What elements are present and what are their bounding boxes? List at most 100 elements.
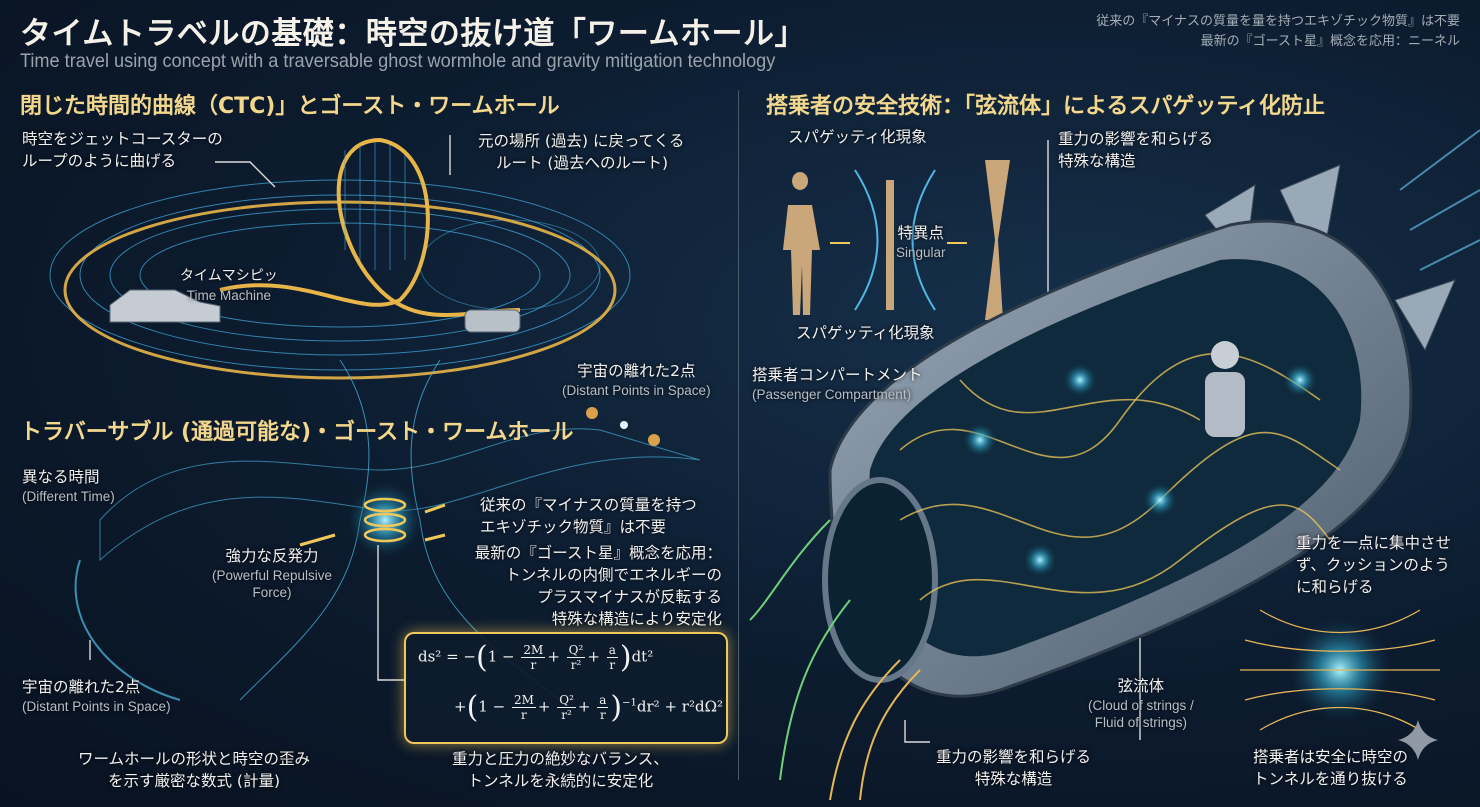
label-line: (Different Time) (22, 489, 115, 504)
throat-glow (345, 480, 425, 560)
label-line: 搭乗者コンパートメント (752, 366, 923, 384)
label-spaghetti-bottom: スパゲッティ化現象 (796, 324, 935, 342)
caption-balance: 重力と圧力の絶妙なバランス、 トンネルを永続的に安定化 (452, 748, 669, 792)
loop-supports (344, 142, 406, 270)
flow-lines (749, 129, 1480, 801)
label-safe-pass: 搭乗者は安全に時空の トンネルを通り抜ける (1253, 746, 1408, 790)
label-line: 宇宙の離れた2点 (577, 362, 696, 380)
eq-term: + (454, 697, 467, 716)
throat-rings (363, 497, 407, 543)
label-different-time: 異なる時間 (Different Time) (22, 466, 115, 505)
label-line: Fluid of strings) (1094, 715, 1188, 730)
heading-safety: 搭乗者の安全技術：「弦流体」によるスパゲッティ化防止 (766, 94, 1326, 119)
eq-term: + (587, 647, 600, 666)
header-note: 従来の『マイナスの質量を量を持つエキゾチック物質』は不要 最新の『ゴースト星』概… (1096, 12, 1460, 52)
page-title: タイムトラベルの基礎：時空の抜け道「ワームホール」 (20, 16, 806, 52)
sparkle-icon (1398, 720, 1438, 760)
eq-term: a (597, 693, 609, 708)
eq-term: dt² (631, 647, 654, 666)
label-line: Singular (896, 245, 946, 260)
eq-term: Q² (566, 643, 586, 658)
label-line: を示す厳密な数式 (計量) (108, 772, 281, 790)
time-machine-car (109, 289, 221, 323)
eq-term: + (577, 697, 591, 716)
heading-traversable: トラバーサブル (通過可能な)・ゴースト・ワームホール (20, 420, 574, 445)
section-divider (738, 90, 739, 780)
label-line: Force) (252, 585, 292, 600)
energy-nodes (962, 362, 1318, 578)
label-line: 従来の『マイナスの質量を持つ (480, 496, 697, 514)
label-line: トンネルを通り抜ける (1253, 770, 1408, 788)
repulsive-arrows (299, 503, 446, 547)
label-line: 特異点 (897, 224, 945, 242)
label-line: 重力を一点に集中させ (1296, 534, 1452, 552)
label-line: ループのように曲げる (22, 152, 177, 170)
spaghettification-figures (783, 160, 1010, 320)
eq-term: Q² (557, 693, 576, 708)
label-compartment: 搭乗者コンパートメント (Passenger Compartment) (752, 364, 923, 403)
eq-term: ds² = − (418, 647, 476, 666)
eq-term: + (547, 647, 560, 666)
eq-term: 2M (521, 643, 546, 658)
label-line: 特殊な構造により安定化 (551, 610, 722, 628)
eq-term: r² (570, 658, 582, 672)
label-distant-bottom: 宇宙の離れた2点 (Distant Points in Space) (22, 676, 171, 715)
label-line: (Distant Points in Space) (22, 699, 171, 714)
label-line: ず、クッションのよう (1296, 556, 1450, 574)
label-time-machine: タイムマシピッ Time Machine (180, 265, 278, 304)
label-string-fluid: 弦流体 (Cloud of strings / Fluid of strings… (1088, 675, 1194, 731)
label-route: 元の場所 (過去) に戻ってくる ルート (過去へのルート) (478, 130, 684, 174)
eq-term: r (521, 708, 527, 722)
eq-term: r² (561, 708, 572, 722)
header-note-line: 最新の『ゴースト星』概念を応用：ニーネル (1200, 34, 1460, 49)
label-line: 重力と圧力の絶妙なバランス、 (452, 750, 669, 768)
page-subtitle: Time travel using concept with a travers… (20, 50, 776, 72)
label-line: プラスマイナスが反転する (537, 588, 722, 606)
eq-term: r (609, 658, 616, 672)
label-cushion: 重力を一点に集中させ ず、クッションのよう に和らげる (1296, 532, 1451, 598)
eq-term: dr² + r²dΩ² (636, 697, 724, 716)
label-line: 重力の影響を和らげる (936, 748, 1092, 766)
eq-term: r (530, 658, 537, 672)
label-line: ワームホールの形状と時空の歪み (78, 750, 311, 768)
label-line: トンネルを永続的に安定化 (467, 772, 654, 790)
header-note-line: 従来の『マイナスの質量を量を持つエキゾチック物質』は不要 (1096, 14, 1460, 29)
label-rollercoaster: 時空をジェットコースターの ループのように曲げる (22, 128, 223, 172)
label-repulsive-force: 強力な反発力 (Powerful Repulsive Force) (212, 545, 332, 601)
caption-metric: ワームホールの形状と時空の歪み を示す厳密な数式 (計量) (78, 748, 310, 792)
label-line: 特殊な構造 (1058, 152, 1136, 170)
astronaut (1205, 341, 1245, 437)
label-ghost-star: 最新の『ゴースト星』概念を応用： トンネルの内側でエネルギーの プラスマイナスが… (472, 542, 722, 630)
eq-term: r (599, 708, 606, 722)
label-line: 弦流体 (1117, 677, 1165, 695)
label-line: 異なる時間 (22, 468, 100, 486)
eq-term: −1 (622, 697, 637, 709)
label-line: に和らげる (1296, 578, 1374, 596)
label-line: トンネルの内側でエネルギーの (505, 566, 722, 584)
label-line: 最新の『ゴースト星』概念を応用： (474, 544, 722, 562)
distant-points (586, 407, 660, 446)
label-line: 宇宙の離れた2点 (22, 678, 141, 696)
label-line: ルート (過去へのルート) (496, 154, 669, 172)
label-special-structure-top: 重力の影響を和らげる 特殊な構造 (1058, 128, 1213, 172)
label-line: タイムマシピッ (180, 268, 278, 284)
eq-term: + (537, 697, 551, 716)
label-exotic-note: 従来の『マイナスの質量を持つ エキゾチック物質』は不要 (480, 494, 697, 538)
label-line: 時空をジェットコースターの (22, 130, 223, 148)
rollercoaster-loop (63, 137, 617, 380)
label-line: (Cloud of strings / (1088, 698, 1194, 713)
label-line: エキゾチック物質』は不要 (480, 518, 667, 536)
string-sphere (1240, 609, 1440, 731)
label-singular: 特異点 Singular (896, 222, 946, 261)
label-line: 搭乗者は安全に時空の (1253, 748, 1409, 766)
label-special-structure-bottom: 重力の影響を和らげる 特殊な構造 (936, 746, 1091, 790)
eq-term: 2M (511, 693, 536, 708)
time-machine-pod (464, 309, 521, 333)
label-distant-top: 宇宙の離れた2点 (Distant Points in Space) (562, 360, 711, 399)
label-line: 強力な反発力 (225, 547, 319, 565)
label-line: 特殊な構造 (974, 770, 1053, 788)
